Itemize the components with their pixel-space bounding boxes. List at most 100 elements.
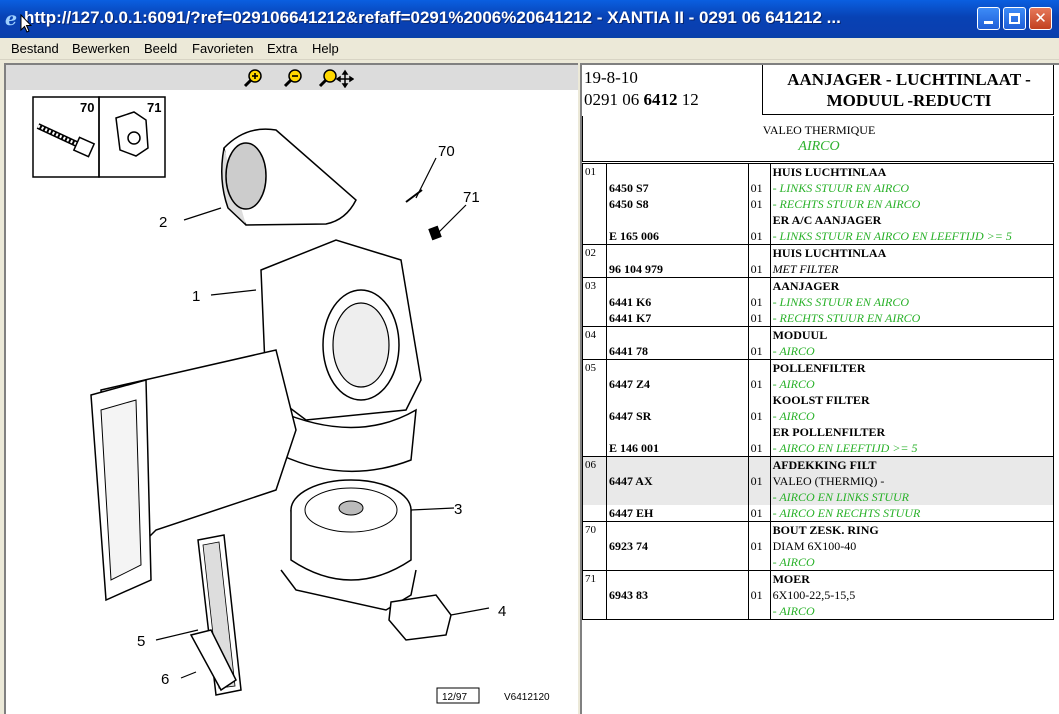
part-number: 6441 78 (605, 343, 749, 360)
part-number (605, 456, 749, 473)
part-number: 6447 Z4 (605, 376, 749, 392)
callout-71: 71 (463, 189, 480, 206)
menu-favorieten[interactable]: Favorieten (192, 41, 254, 56)
part-number: 6447 EH (605, 505, 749, 522)
item-index: 03 (582, 277, 607, 294)
drawing-ref: V6412120 (504, 692, 550, 703)
table-row[interactable]: - AIRCO (582, 603, 1055, 620)
callout-70-inset: 70 (80, 100, 94, 115)
quantity (747, 603, 771, 620)
part-description: DIAM 6X100-40 (769, 538, 1055, 554)
part-number: 6943 83 (605, 587, 749, 603)
quantity: 01 (747, 294, 771, 310)
part-description: MOER (769, 570, 1055, 587)
callout-71-inset: 71 (147, 100, 161, 115)
mouse-cursor-icon (20, 14, 32, 33)
item-index (582, 310, 607, 327)
variant-box: VALEO THERMIQUE AIRCO (582, 116, 1054, 162)
catalog-ref: 0291 06 6412 12 (584, 90, 699, 110)
menu-bestand[interactable]: Bestand (11, 41, 59, 56)
zoom-pan-icon[interactable] (318, 68, 354, 88)
ie-icon: e (5, 8, 18, 30)
minimize-button[interactable] (977, 7, 1000, 30)
callout-2: 2 (159, 214, 167, 231)
zoom-out-icon[interactable] (283, 68, 305, 88)
menu-beeld[interactable]: Beeld (144, 41, 178, 56)
close-button[interactable]: ✕ (1029, 7, 1052, 30)
quantity: 01 (747, 261, 771, 278)
quantity: 01 (747, 473, 771, 489)
item-index: 01 (582, 163, 607, 180)
callout-6: 6 (161, 671, 169, 688)
quantity: 01 (747, 587, 771, 603)
item-index (582, 554, 607, 571)
quantity (747, 489, 771, 505)
part-description: MODUUL (769, 326, 1055, 343)
part-description: - RECHTS STUUR EN AIRCO (769, 310, 1055, 327)
quantity: 01 (747, 310, 771, 327)
inset-box-71 (98, 96, 166, 178)
item-index (582, 473, 607, 489)
item-index (582, 424, 607, 440)
item-index (582, 196, 607, 212)
part-6-filter-cover (189, 629, 237, 692)
part-number (605, 244, 749, 261)
quantity (747, 456, 771, 473)
menu-extra[interactable]: Extra (267, 41, 298, 56)
part-description: - AIRCO EN LINKS STUUR (769, 489, 1055, 505)
table-row[interactable]: ER POLLENFILTER (582, 424, 1055, 440)
quantity (747, 570, 771, 587)
table-row[interactable]: KOOLST FILTER (582, 392, 1055, 408)
page-ref-box (436, 687, 480, 704)
part-description: VALEO (THERMIQ) - (769, 473, 1055, 489)
part-description: - AIRCO EN RECHTS STUUR (769, 505, 1055, 522)
quantity: 01 (747, 196, 771, 212)
quantity (747, 424, 771, 440)
quantity: 01 (747, 228, 771, 245)
part-number (605, 554, 749, 571)
part-number (605, 521, 749, 538)
quantity (747, 359, 771, 376)
part-description: - AIRCO (769, 376, 1055, 392)
part-description: ER POLLENFILTER (769, 424, 1055, 440)
part-description: - AIRCO EN LEEFTIJD >= 5 (769, 440, 1055, 457)
table-row[interactable]: - AIRCO EN LINKS STUUR (582, 489, 1055, 505)
item-index (582, 261, 607, 278)
menu-bewerken[interactable]: Bewerken (72, 41, 130, 56)
maximize-button[interactable] (1003, 7, 1026, 30)
menu-help[interactable]: Help (312, 41, 339, 56)
table-row[interactable]: - AIRCO (582, 554, 1055, 571)
catalog-date: 19-8-10 (584, 68, 638, 87)
part-description: HUIS LUCHTINLAA (769, 244, 1055, 261)
item-index (582, 538, 607, 554)
item-index: 05 (582, 359, 607, 376)
part-number: E 165 006 (605, 228, 749, 245)
part-description: KOOLST FILTER (769, 392, 1055, 408)
table-row[interactable]: ER A/C AANJAGER (582, 212, 1055, 228)
part-number (605, 212, 749, 228)
zoom-in-icon[interactable] (243, 68, 265, 88)
